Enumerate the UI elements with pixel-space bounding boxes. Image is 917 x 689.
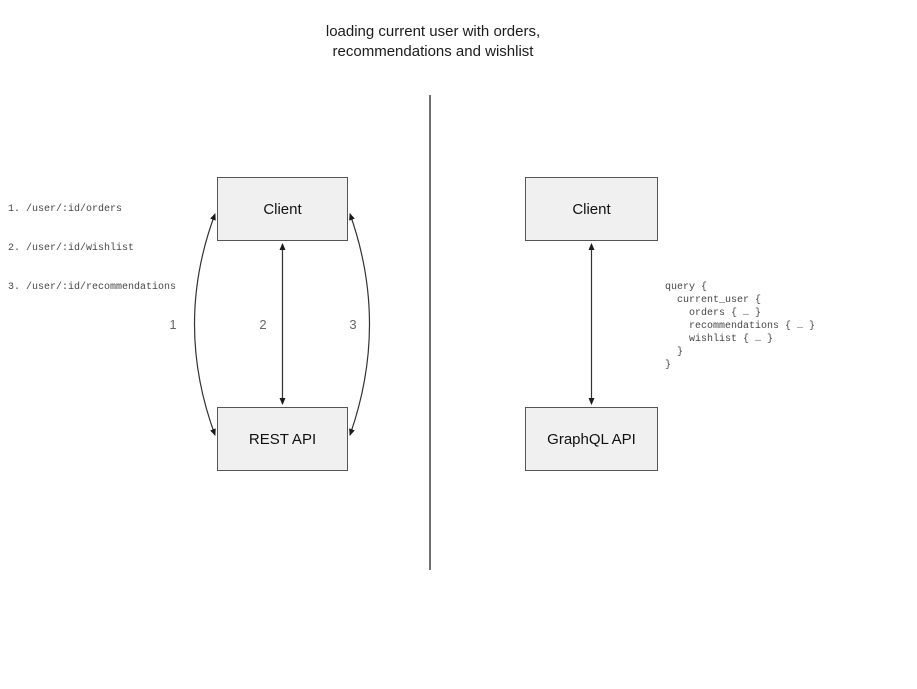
graphql-api-box: GraphQL API	[525, 407, 658, 471]
endpoint-orders: 1. /user/:id/orders	[8, 204, 123, 215]
diagram-title: loading current user with orders, recomm…	[0, 22, 866, 62]
arrow-label-1: 1	[169, 317, 177, 332]
panel-divider-line	[429, 95, 431, 570]
rest-client-box: Client	[217, 177, 348, 241]
arrow-label-3: 3	[349, 317, 357, 332]
rest-api-box: REST API	[217, 407, 348, 471]
endpoint-recommendations: 3. /user/:id/recommendations	[8, 282, 177, 293]
title-line-1: loading current user with orders,	[325, 23, 541, 40]
rest-endpoint-list: 1. /user/:id/orders 2. /user/:id/wishlis…	[8, 177, 176, 320]
graphql-api-box-label: GraphQL API	[547, 430, 636, 448]
rest-arrow-1-curve	[193, 213, 216, 436]
title-line-2: recommendations and wishlist	[332, 43, 534, 60]
rest-api-box-label: REST API	[248, 430, 317, 448]
graphql-client-box: Client	[525, 177, 658, 241]
graphql-query-snippet: query { current_user { orders { … } reco…	[665, 282, 816, 371]
rest-client-box-label: Client	[263, 200, 302, 218]
graphql-client-box-label: Client	[572, 200, 611, 218]
arrow-label-2: 2	[259, 317, 267, 332]
endpoint-wishlist: 2. /user/:id/wishlist	[8, 243, 135, 254]
